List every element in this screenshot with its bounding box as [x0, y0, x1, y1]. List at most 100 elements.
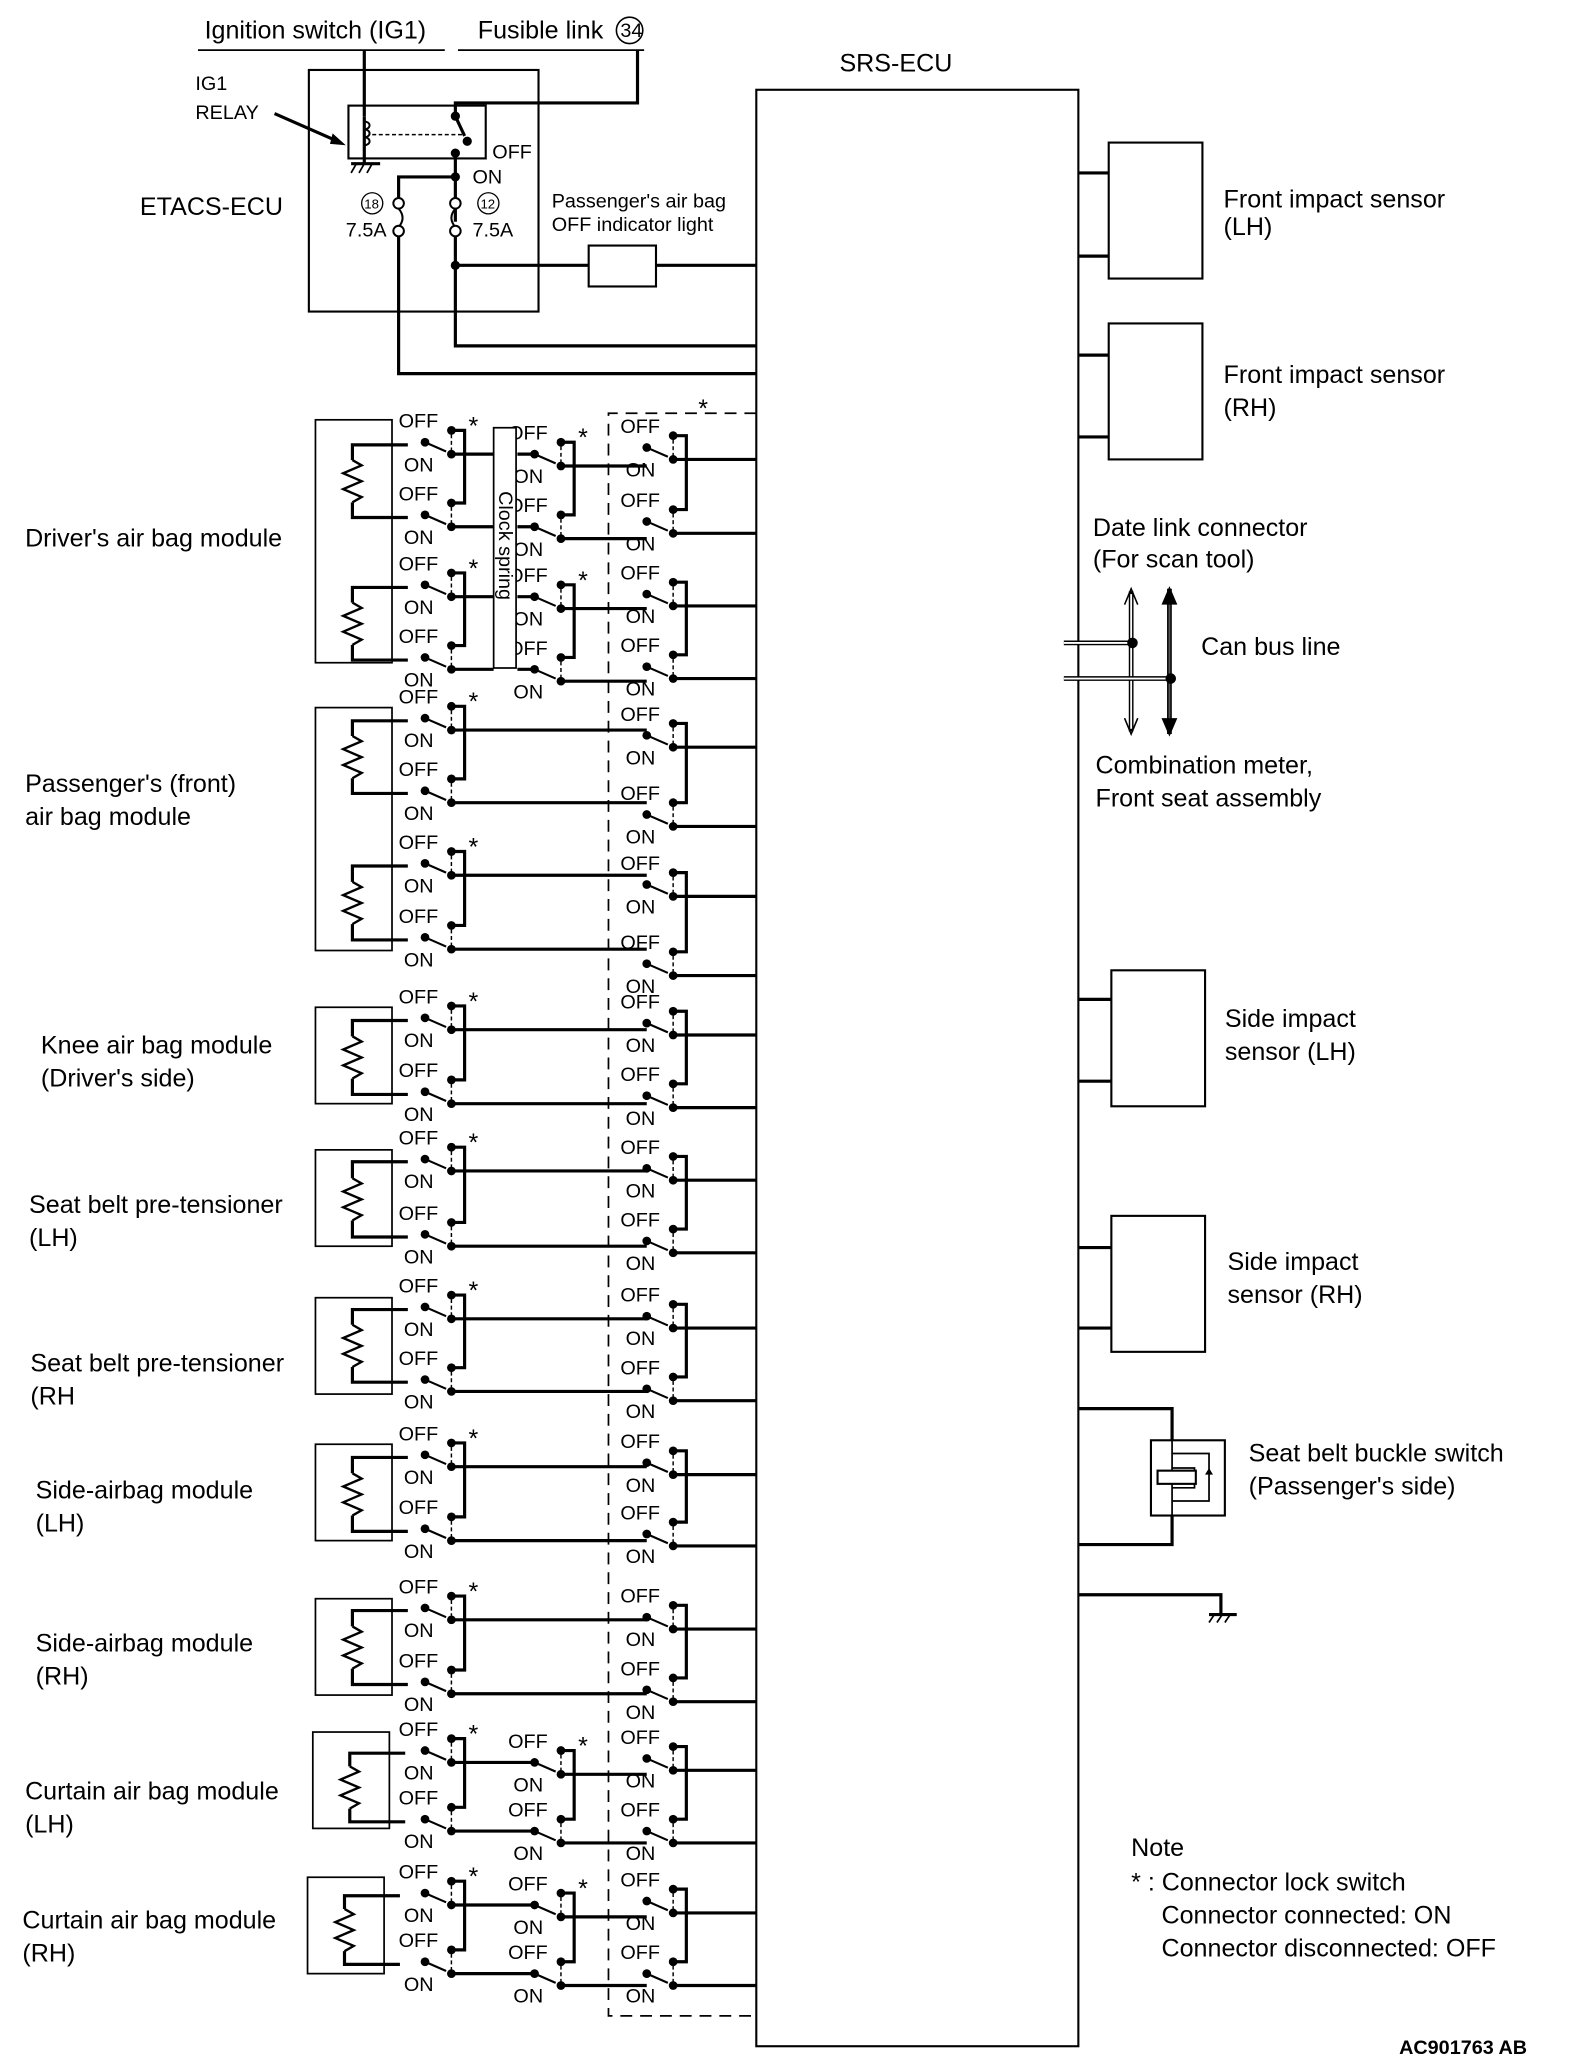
- lock-switch-mark: *: [578, 1875, 588, 1903]
- module-label: Knee air bag module: [41, 1031, 272, 1059]
- switch-blade: [424, 441, 447, 453]
- switch-contact: [642, 1685, 652, 1695]
- switch-on-label: ON: [626, 1546, 656, 1568]
- switch-blade: [534, 1972, 557, 1984]
- fusible-link-number-badge: [615, 16, 644, 45]
- relay-pointer-arrow: [273, 112, 342, 145]
- switch-on-label: ON: [626, 976, 656, 998]
- switch-contact: [556, 1981, 566, 1990]
- switch-on-label: ON: [626, 1475, 656, 1497]
- switch-off-label: OFF: [399, 1788, 439, 1810]
- short-bar: [673, 1302, 688, 1379]
- module-connector-box: [311, 1731, 391, 1830]
- switch-on-label: ON: [626, 1253, 656, 1275]
- airbag-modules: Driver's air bag moduleOFFONOFFON*OFFONO…: [22, 411, 757, 2008]
- switch-off-label: OFF: [620, 1064, 660, 1086]
- squib-resistor-icon: [332, 1907, 357, 1953]
- switch-blade: [424, 1378, 447, 1390]
- switch-contact: [642, 1458, 652, 1468]
- switch-blade: [646, 1461, 669, 1473]
- module-connector-box: [314, 1148, 393, 1248]
- module-connector-box: [314, 418, 393, 664]
- switch-contact: [556, 437, 566, 447]
- lock-switch-mark: *: [469, 988, 479, 1016]
- switch-off-label: OFF: [620, 1357, 660, 1379]
- lock-switch-mark: *: [469, 412, 479, 440]
- squib-resistor-icon: [340, 1035, 365, 1080]
- switch-blade: [646, 1688, 669, 1701]
- switch-on-label: ON: [404, 803, 434, 825]
- squib-lead: [342, 1894, 400, 1909]
- module-connector-box: [314, 1443, 393, 1542]
- switch-on-label: ON: [404, 1171, 434, 1193]
- short-bar: [560, 440, 576, 517]
- switch-blade: [646, 1830, 669, 1842]
- switch-off-label: OFF: [620, 1137, 660, 1159]
- short-bar: [560, 1891, 576, 1964]
- switch-on-label: ON: [513, 1917, 543, 1939]
- switch-off-label: OFF: [399, 1203, 439, 1225]
- squib-lead: [350, 924, 408, 942]
- switch-contact: [556, 1957, 566, 1967]
- module-label: Driver's air bag module: [25, 525, 282, 553]
- sensor-box: [1107, 322, 1204, 461]
- module-connector-box: [314, 1006, 393, 1105]
- switch-blade: [646, 1972, 669, 1984]
- squib-lead: [350, 1018, 408, 1037]
- switch-on-label: ON: [404, 1831, 434, 1853]
- switch-blade: [534, 595, 557, 607]
- switch-blade: [424, 513, 447, 526]
- switch-off-label: OFF: [508, 565, 548, 587]
- module-connector-box: [314, 706, 393, 952]
- switch-off-label: OFF: [620, 1942, 660, 1964]
- squib-lead: [350, 644, 408, 662]
- switch-off-label: OFF: [399, 1128, 439, 1150]
- airbag-module-2: Passenger's (front)air bag moduleOFFONOF…: [25, 687, 757, 998]
- short-bar: [451, 1293, 467, 1370]
- power-supply-section: Ignition switch (IG1) Fusible link 34 ET…: [140, 16, 757, 376]
- airbag-module-7: Side-airbag module(RH)OFFONOFFON*OFFONOF…: [36, 1576, 757, 1724]
- ground-icon: [350, 162, 381, 174]
- ecu-connector-lock-mark: *: [698, 395, 708, 423]
- switch-blade: [646, 1239, 669, 1252]
- squib-lead: [350, 864, 408, 882]
- switch-off-label: OFF: [399, 553, 439, 575]
- switch-off-label: OFF: [620, 1431, 660, 1453]
- switch-blade: [646, 883, 669, 895]
- switch-off-label: OFF: [620, 1502, 660, 1524]
- clock-spring-box: [492, 426, 517, 669]
- switch-on-label: ON: [404, 1104, 434, 1126]
- switch-off-label: OFF: [399, 411, 439, 433]
- switch-contact: [556, 1814, 566, 1824]
- switch-off-label: OFF: [399, 1930, 439, 1952]
- lock-switch-mark: *: [469, 555, 479, 583]
- srs-ecu-box: [755, 88, 1080, 2048]
- short-bar: [673, 1887, 688, 1964]
- switch-on-label: ON: [404, 1246, 434, 1268]
- switch-on-label: ON: [513, 681, 543, 703]
- buckle-switch-label-1: Seat belt buckle switch: [1249, 1439, 1504, 1467]
- squib-lead: [350, 719, 408, 736]
- switch-on-label: ON: [404, 454, 434, 476]
- switch-off-label: OFF: [508, 423, 548, 445]
- switch-off-label: OFF: [508, 1873, 548, 1895]
- switch-off-label: OFF: [399, 1576, 439, 1598]
- sensor-label: (LH): [1224, 213, 1273, 241]
- switch-blade: [424, 789, 447, 801]
- switch-contact: [556, 510, 566, 520]
- relay-off-label: OFF: [492, 141, 532, 163]
- switch-off-label: OFF: [620, 1800, 660, 1822]
- ig1-relay-label-2: RELAY: [195, 102, 258, 124]
- switch-off-label: OFF: [620, 1869, 660, 1891]
- switch-on-label: ON: [404, 1030, 434, 1052]
- switch-on-label: ON: [626, 1035, 656, 1057]
- squib-resistor-icon: [337, 1765, 363, 1810]
- lock-switch-mark: *: [469, 1425, 479, 1453]
